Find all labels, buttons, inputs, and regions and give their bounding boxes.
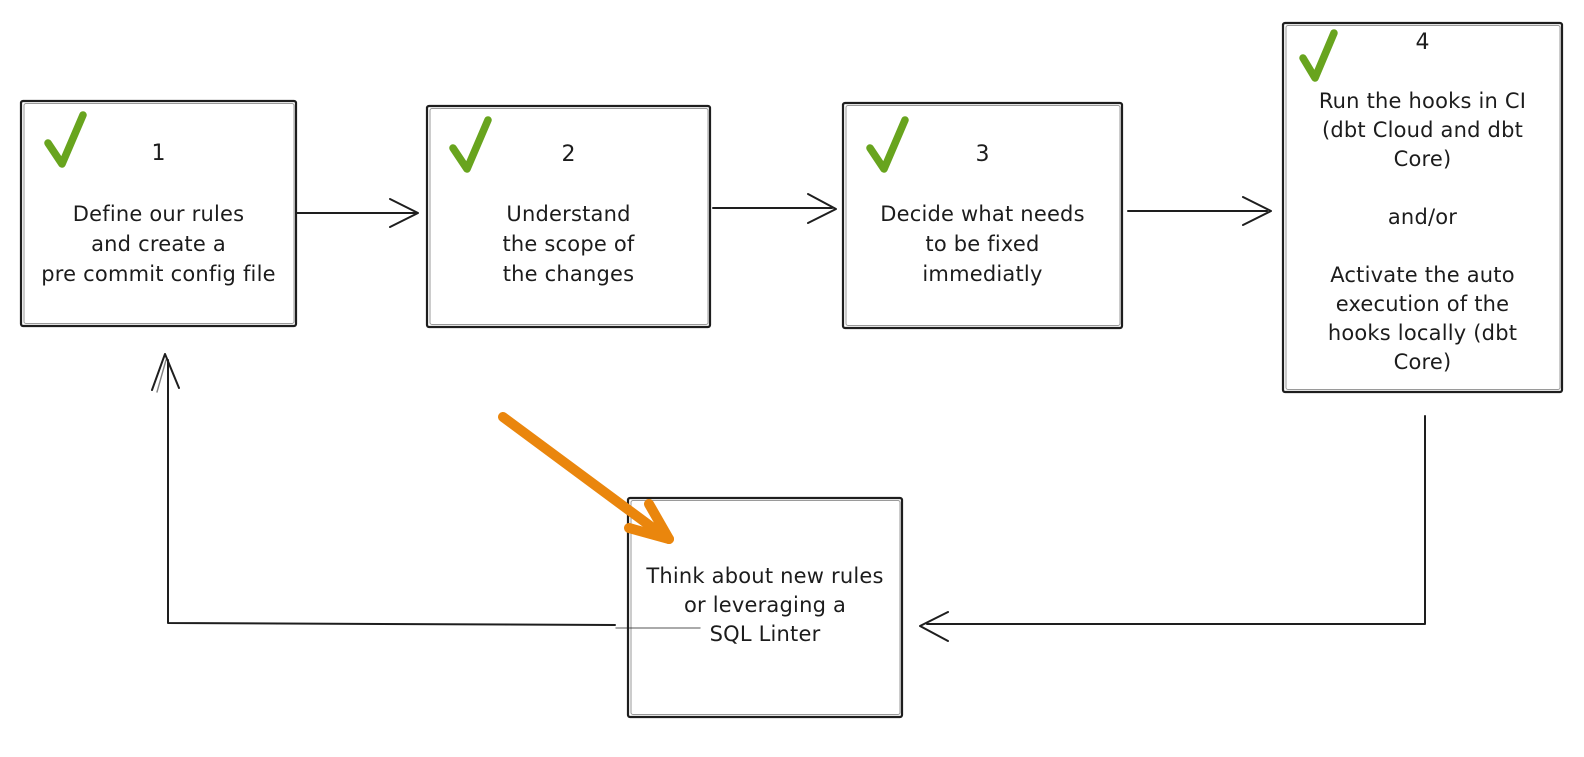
step-4-text: Run the hooks in CI (dbt Cloud and dbt C…: [1318, 89, 1527, 374]
step-1-box: [19, 99, 298, 328]
step-3-text: Decide what needs to be fixed immediatly: [880, 202, 1085, 286]
step-4-number: 4: [1415, 30, 1430, 55]
check-icon-step-2: [449, 116, 492, 173]
loop-box-text: Think about new rules or leveraging a SQ…: [646, 564, 884, 646]
step-3-box: [841, 101, 1124, 330]
arrow-loop-box-to-step1: [151, 353, 701, 629]
step-1-number: 1: [151, 141, 166, 166]
step-4-box: [1281, 21, 1564, 394]
check-icon-step-3: [866, 116, 909, 173]
arrow-step1-to-step2: [296, 198, 419, 228]
check-icon-step-1: [44, 111, 87, 168]
check-icon-step-4: [1299, 29, 1338, 82]
loop-box: [626, 496, 904, 719]
step-1-text: Define our rules and create a pre commit…: [41, 202, 276, 286]
step-2-number: 2: [561, 142, 576, 167]
arrow-step2-to-step3: [712, 193, 837, 224]
step-2-box: [425, 104, 712, 329]
arrow-step4-to-loop-box: [919, 415, 1426, 642]
step-3-number: 3: [975, 142, 990, 167]
arrow-step3-to-step4: [1127, 196, 1272, 226]
highlight-arrow-icon: [498, 412, 674, 544]
step-2-text: Understand the scope of the changes: [502, 202, 635, 286]
